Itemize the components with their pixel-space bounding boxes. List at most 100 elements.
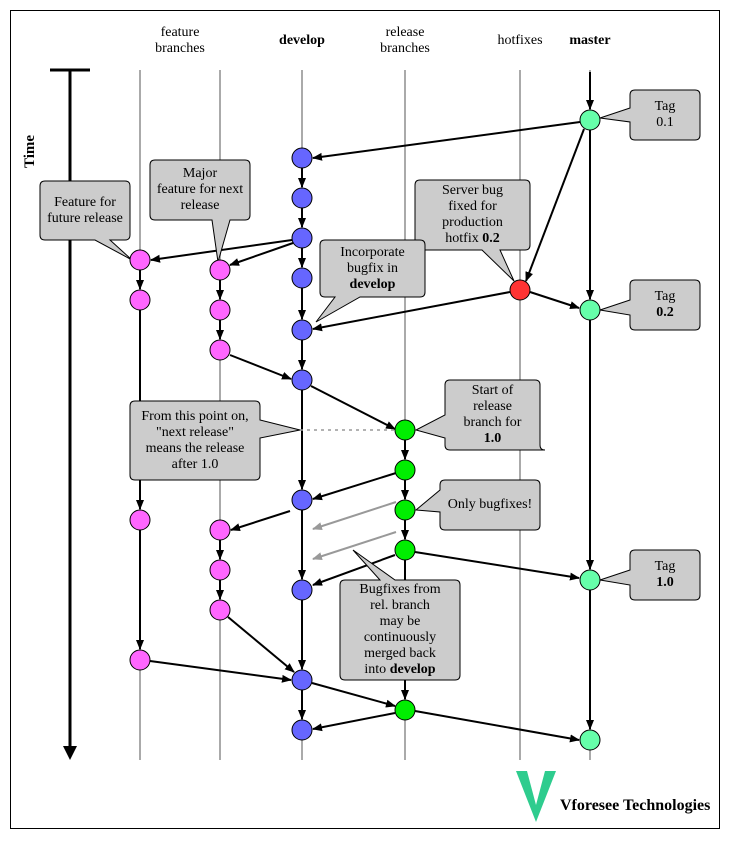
bugfixes-merged-line2: rel. branch <box>370 598 430 613</box>
feature-future-line1: Feature for <box>54 195 116 210</box>
develop-commit-node <box>291 319 313 341</box>
tag10-line1: Tag <box>654 559 676 574</box>
incorporate-line2: bugfix in <box>347 261 398 276</box>
release-commit-node <box>394 419 416 441</box>
tag02-line1: Tag <box>654 289 676 304</box>
bugfixes-merged-line6: into develop <box>364 662 435 678</box>
callout-only-bugfixes <box>414 479 541 531</box>
bugfixes-merged-develop: develop <box>389 662 436 677</box>
callout-incorporate-text: Incorporate bugfix in develop <box>322 243 423 295</box>
callout-major-feature-text: Major feature for next release <box>152 163 248 217</box>
header-release-branches: release branches <box>380 25 430 56</box>
major-feature-line2: feature for next <box>156 182 244 197</box>
develop-commit-node <box>291 369 313 391</box>
callout-start-release-text: Start of release branch for 1.0 <box>447 382 538 448</box>
only-bugfixes-line: Only bugfixes! <box>447 497 533 512</box>
develop-commit-node <box>291 669 313 691</box>
master-commit-node <box>579 299 601 321</box>
server-bug-line4: hotfix 0.2 <box>445 231 499 247</box>
callout-tag10 <box>599 549 701 601</box>
tag02-line2: 0.2 <box>656 305 674 320</box>
release-commit-node <box>394 459 416 481</box>
develop-commit-node <box>291 579 313 601</box>
feature-commit-node <box>209 259 231 281</box>
start-release-line2: release <box>473 399 512 414</box>
server-bug-line2: fixed for <box>448 199 497 214</box>
feature-commit-node <box>209 299 231 321</box>
major-feature-line3: release <box>180 198 220 213</box>
feature-commit-node <box>209 559 231 581</box>
bugfixes-merged-line3: may be <box>379 614 421 629</box>
header-develop: develop <box>279 33 325 48</box>
release-commit-node <box>394 499 416 521</box>
gray-bugfix-arrows <box>312 501 397 561</box>
tag01-line1: Tag <box>654 99 676 114</box>
callout-server-bug <box>414 179 531 282</box>
callout-shapes <box>39 89 701 681</box>
release-commit-node <box>394 539 416 561</box>
callout-only-bugfixes-text: Only bugfixes! <box>442 482 538 528</box>
logo-icon <box>516 771 556 822</box>
develop-commit-node <box>291 489 313 511</box>
incorporate-line1: Incorporate <box>340 245 405 260</box>
connections <box>136 72 594 743</box>
brand-name: Vforesee Technologies <box>560 797 711 814</box>
callout-incorporate <box>315 239 426 323</box>
server-bug-line3: production <box>442 215 503 230</box>
callout-feature-future <box>39 180 133 261</box>
develop-commit-node <box>291 227 313 249</box>
diagram-frame <box>10 10 720 829</box>
callout-bugfixes-merged <box>339 549 461 681</box>
feature-commit-node <box>129 289 151 311</box>
feature-commit-node <box>129 249 151 271</box>
callout-major-feature <box>149 159 251 263</box>
callout-bugfixes-merged-text: Bugfixes from rel. branch may be continu… <box>342 582 458 678</box>
callout-tag02 <box>599 279 701 331</box>
commit-nodes <box>129 109 601 751</box>
callout-tag01 <box>599 89 701 141</box>
server-bug-version: 0.2 <box>482 231 500 246</box>
callout-server-bug-text: Server bug fixed for production hotfix 0… <box>417 182 528 248</box>
time-axis <box>50 68 90 760</box>
header-hotfixes: hotfixes <box>497 33 543 48</box>
server-bug-hotfix: hotfix <box>445 231 483 246</box>
callout-tag02-text: Tag 0.2 <box>632 282 698 328</box>
callout-tag10-text: Tag 1.0 <box>632 552 698 598</box>
callout-feature-future-text: Feature for future release <box>42 184 128 238</box>
bugfixes-merged-line5: merged back <box>364 646 436 661</box>
feature-commit-node <box>129 509 151 531</box>
server-bug-line1: Server bug <box>441 183 504 198</box>
major-feature-line1: Major <box>182 166 218 181</box>
callout-tag01-text: Tag 0.1 <box>632 92 698 138</box>
master-commit-node <box>579 569 601 591</box>
start-release-line1: Start of <box>471 383 514 398</box>
start-release-line4: 1.0 <box>483 431 502 446</box>
callout-next-release <box>129 400 301 481</box>
time-axis-label: Time <box>22 134 38 168</box>
hotfix-commit-node <box>509 279 531 301</box>
bugfixes-merged-into: into <box>364 662 390 677</box>
bugfixes-merged-line1: Bugfixes from <box>359 582 441 597</box>
master-commit-node <box>579 729 601 751</box>
develop-commit-node <box>291 719 313 741</box>
callout-next-release-text: From this point on, "next release" means… <box>132 404 258 478</box>
tag01-line2: 0.1 <box>656 115 674 130</box>
next-release-line2: "next release" <box>156 425 234 440</box>
feature-commit-node <box>209 339 231 361</box>
header-master: master <box>569 33 611 48</box>
feature-commit-node <box>209 519 231 541</box>
next-release-line4: after 1.0 <box>171 457 219 472</box>
feature-future-line2: future release <box>47 211 123 226</box>
master-commit-node <box>579 109 601 131</box>
incorporate-line3: develop <box>349 277 396 292</box>
develop-commit-node <box>291 187 313 209</box>
callout-start-release <box>414 379 546 451</box>
bugfixes-merged-line4: continuously <box>363 630 437 645</box>
start-release-line3: branch for <box>463 415 522 430</box>
release-commit-node <box>394 699 416 721</box>
header-feature-branches: feature branches <box>155 25 205 56</box>
next-release-line3: means the release <box>145 441 245 456</box>
feature-commit-node <box>209 599 231 621</box>
develop-commit-node <box>291 267 313 289</box>
